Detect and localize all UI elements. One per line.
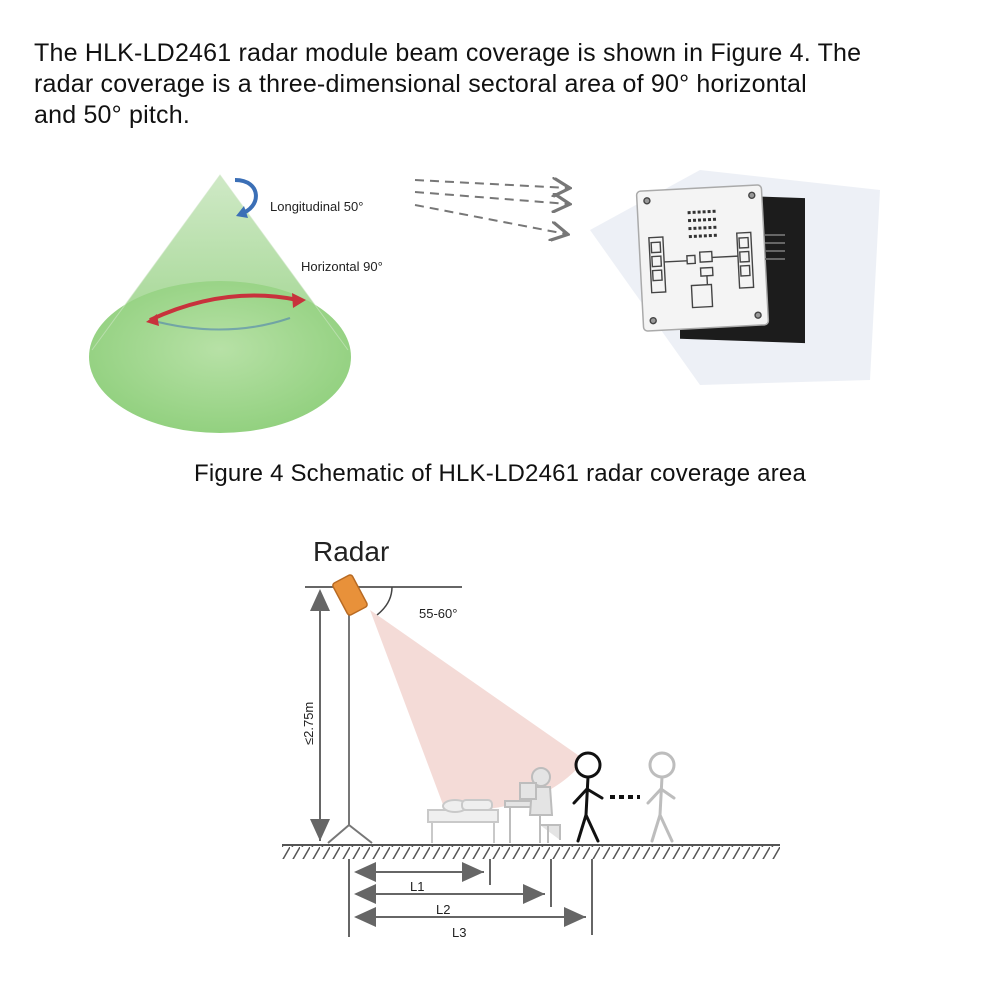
distance-label: L1	[410, 879, 424, 894]
angle-arc	[376, 586, 393, 616]
beam-arrows-icon	[414, 180, 568, 234]
longitudinal-rotation-icon	[234, 178, 258, 218]
floor	[282, 844, 780, 859]
bed-icon	[427, 799, 499, 843]
desk-worker-icon	[504, 767, 561, 843]
distance-label: L3	[452, 925, 466, 940]
intro-paragraph: The HLK-LD2461 radar module beam coverag…	[34, 38, 974, 131]
installation-diagram: Radar ≤2.75m 55-60°	[282, 536, 780, 940]
height-label: ≤2.75m	[301, 702, 316, 745]
person-outline-icon	[646, 751, 676, 843]
detection-beam	[370, 610, 585, 811]
horizontal-arc-icon	[146, 293, 306, 331]
person-walking-icon	[572, 751, 604, 843]
distance-label: L2	[436, 902, 450, 917]
angle-label: 55-60°	[419, 606, 457, 621]
figure-caption: Figure 4 Schematic of HLK-LD2461 radar c…	[193, 460, 807, 487]
horizontal-label: Horizontal 90°	[301, 259, 383, 274]
intro-line: and 50° pitch.	[34, 101, 190, 129]
radar-title: Radar	[313, 536, 389, 567]
intro-line: radar coverage is a three-dimensional se…	[34, 70, 807, 98]
longitudinal-label: Longitudinal 50°	[270, 199, 363, 214]
radar-sensor-icon	[332, 574, 368, 616]
intro-line: The HLK-LD2461 radar module beam coverag…	[34, 39, 862, 67]
coverage-figure: Longitudinal 50° Horizontal 90°	[89, 170, 880, 433]
radar-module-image	[590, 170, 880, 385]
